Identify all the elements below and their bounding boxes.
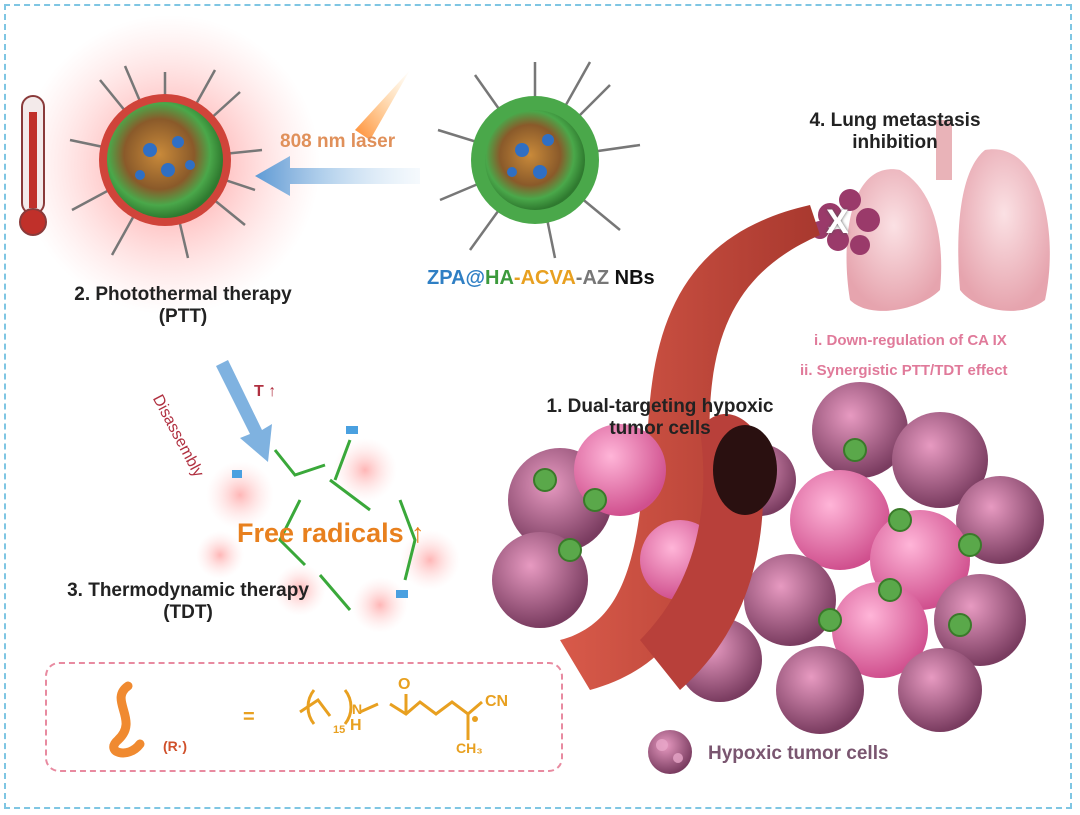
blood-vessel (560, 205, 820, 690)
chem-nh: H (350, 717, 362, 735)
chem-cn: CN (485, 693, 509, 710)
thermometer-icon (19, 95, 47, 236)
zpa-nanoparticle (437, 61, 641, 259)
nbs-part-zpa: ZPA@ (427, 267, 486, 289)
lung-illustration (811, 120, 1050, 311)
lung-metastasis-line1: 4. Lung metastasis (809, 110, 981, 131)
lung-metastasis-label: 4. Lung metastasis inhibition (770, 110, 1020, 155)
disassembly-arrow (216, 360, 272, 462)
laser-label: 808 nm laser (280, 131, 396, 152)
mechanism-2: ii. Synergistic PTT/TDT effect (800, 362, 1008, 379)
chem-n: N (352, 701, 363, 717)
mechanism-1: i. Down-regulation of CA IX (814, 332, 1007, 349)
chem-subscript-15: 15 (333, 724, 346, 736)
temperature-up-label: T ↑ (254, 383, 277, 400)
radical-chain-icon (109, 681, 145, 758)
ptt-label: 2. Photothermal therapy (PTT) (38, 284, 328, 329)
dual-targeting-line1: 1. Dual-targeting hypoxic (546, 396, 774, 417)
metastasis-block-icon: X (826, 203, 849, 241)
radical-dot (472, 716, 478, 722)
laser-arrow (255, 156, 420, 196)
free-radicals-label: Free radicals ↑ (237, 518, 425, 548)
nbs-part-ha: HA (485, 267, 514, 289)
vessel-opening (713, 425, 777, 515)
ptt-label-line2: (PTT) (158, 306, 208, 328)
hypoxic-cells-legend-label: Hypoxic tumor cells (708, 743, 889, 764)
free-radicals-cloud (196, 426, 460, 633)
nbs-part-az: -AZ (575, 267, 610, 289)
chem-oxygen: O (398, 676, 411, 693)
dual-targeting-line2: tumor cells (609, 418, 711, 440)
radical-symbol: (R·) (163, 738, 188, 754)
nbs-part-nbs: NBs (609, 267, 655, 289)
radical-legend-box (45, 662, 563, 772)
nanobubble-label: ZPA@HA-ACVA-AZ NBs (427, 267, 655, 290)
nbs-part-acva: -ACVA (513, 267, 576, 289)
tdt-label-line1: 3. Thermodynamic therapy (67, 580, 309, 601)
tdt-label-line2: (TDT) (163, 602, 213, 624)
lung-metastasis-line2: inhibition (852, 132, 938, 154)
chem-ch3: CH₃ (456, 740, 483, 756)
laser-beam (355, 70, 410, 140)
equals-sign: = (243, 706, 255, 728)
ptt-nanoparticle (69, 65, 263, 259)
hypoxic-cell-icon (648, 730, 692, 774)
tdt-label: 3. Thermodynamic therapy (TDT) (28, 580, 348, 625)
dual-targeting-label: 1. Dual-targeting hypoxic tumor cells (500, 396, 820, 441)
chem-h: H (350, 717, 362, 734)
tumor-mass (492, 382, 1044, 734)
chemical-structure (299, 689, 483, 740)
diagram-frame (4, 4, 1072, 809)
ptt-label-line1: 2. Photothermal therapy (74, 284, 292, 305)
